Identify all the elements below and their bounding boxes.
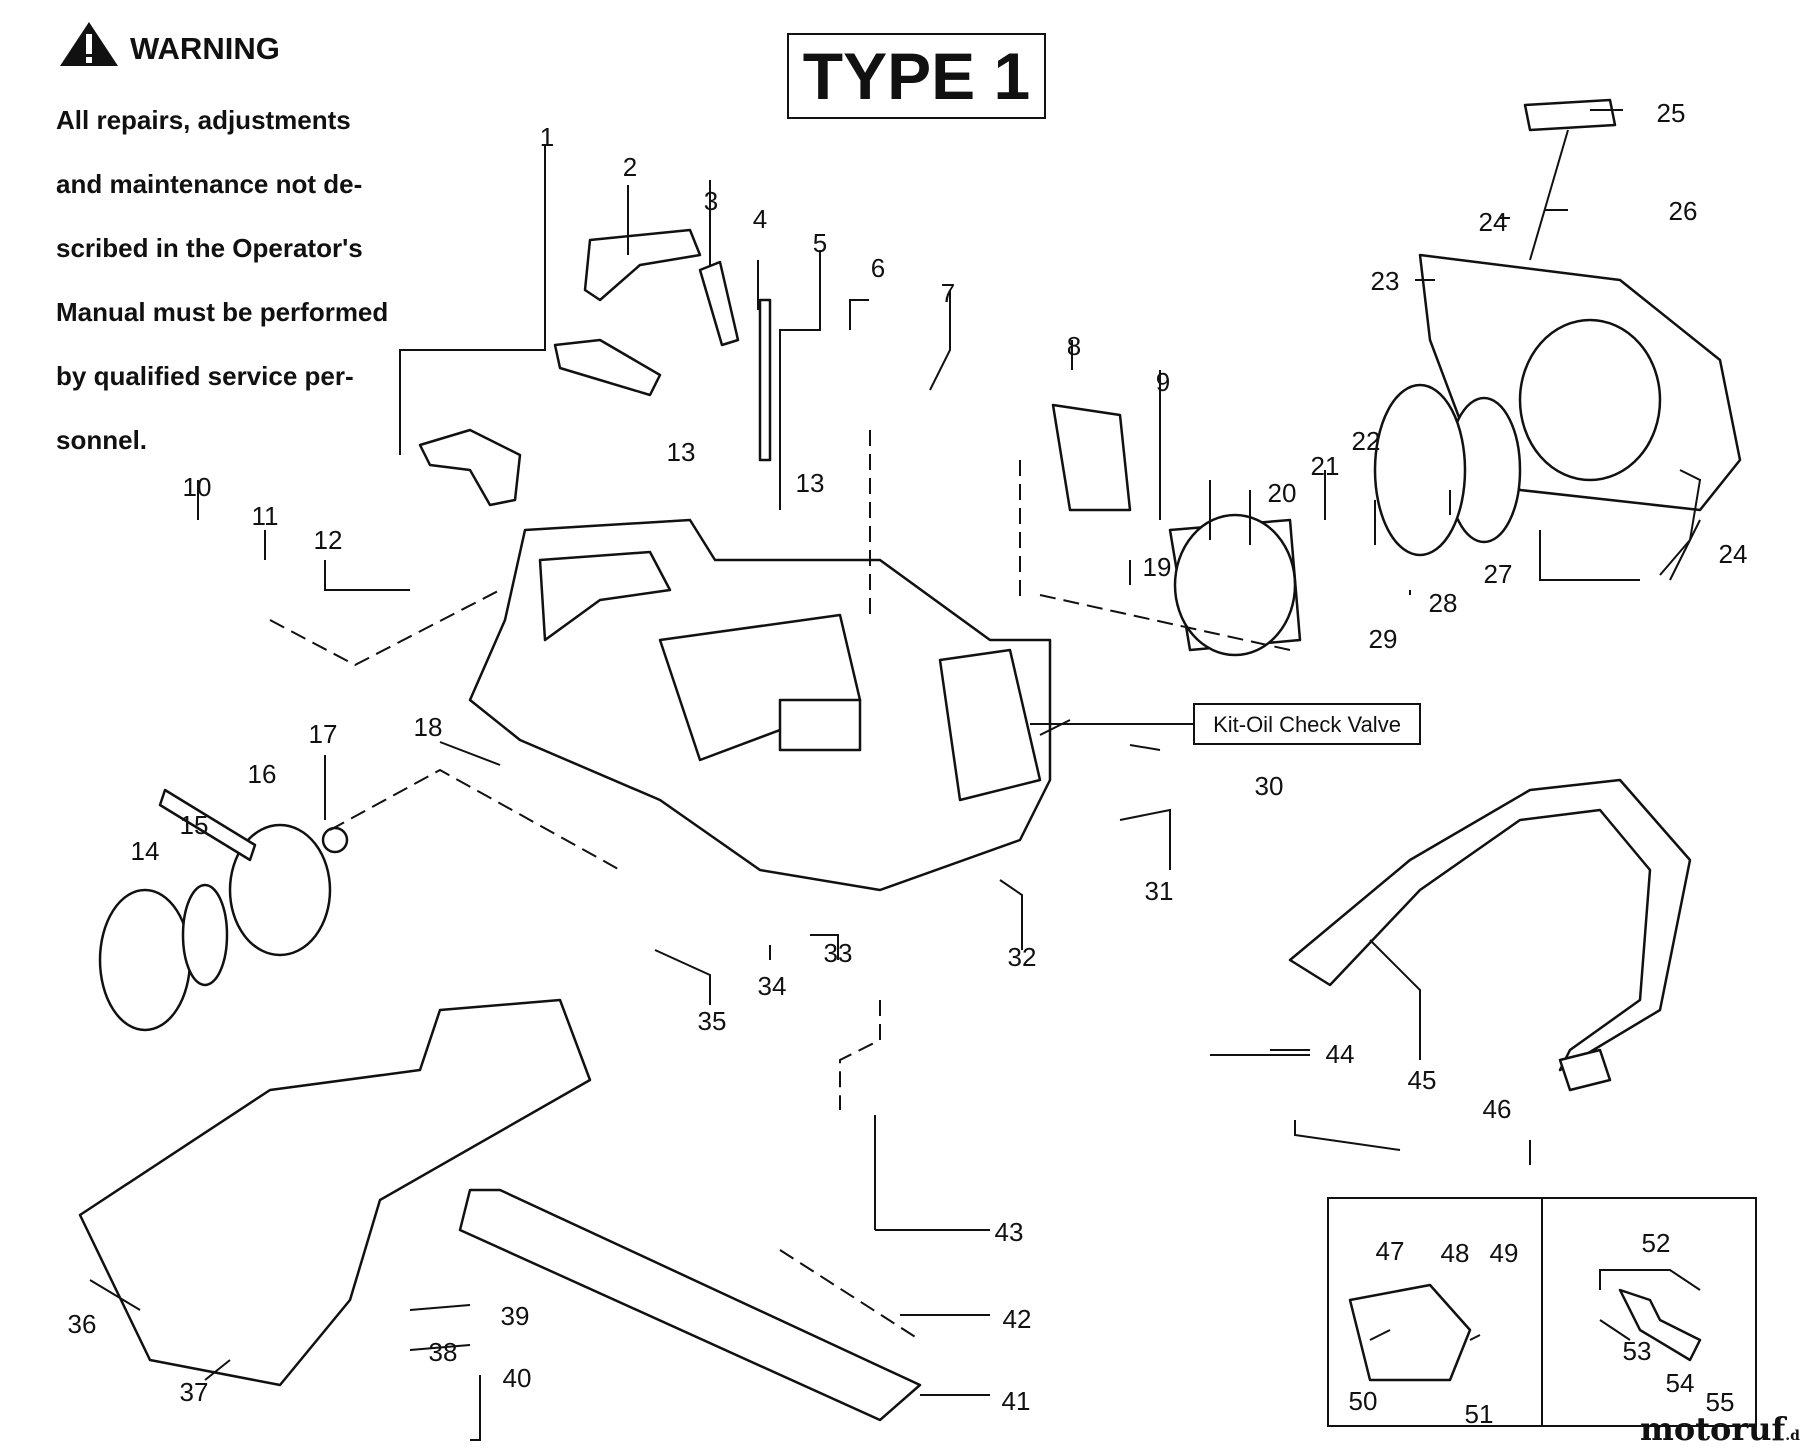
callout-number: 28	[1429, 588, 1458, 618]
callout-number: 14	[131, 836, 160, 866]
inset-box	[1327, 1197, 1757, 1427]
callout-number: 45	[1408, 1065, 1437, 1095]
callout-number: 3	[704, 186, 718, 216]
warning-line: Manual must be performed	[56, 297, 389, 327]
callout-number: 33	[824, 938, 853, 968]
callout-number: 11	[252, 501, 279, 531]
warning-text: All repairs, adjustments and maintenance…	[56, 72, 432, 488]
callout-number: 51	[1465, 1399, 1494, 1429]
callout-number: 53	[1623, 1336, 1652, 1366]
callout-number: 43	[995, 1217, 1024, 1247]
callout-number: 23	[1371, 266, 1400, 296]
callout-number: 29	[1369, 624, 1398, 654]
callout-number: 52	[1642, 1228, 1671, 1258]
callout-number: 38	[429, 1337, 458, 1367]
callout-number: 2	[623, 152, 637, 182]
callout-number: 42	[1003, 1304, 1032, 1334]
callout-number: 50	[1349, 1386, 1378, 1416]
callout-number: 46	[1483, 1094, 1512, 1124]
kit-label: Kit-Oil Check Valve	[1213, 712, 1401, 737]
callout-number: 16	[248, 759, 277, 789]
callout-number: 15	[180, 810, 209, 840]
callout-number: 21	[1311, 451, 1340, 481]
callout-number: 13	[796, 468, 825, 498]
callout-number: 9	[1156, 367, 1170, 397]
callout-number: 8	[1067, 331, 1081, 361]
callout-number: 10	[183, 472, 212, 502]
warning-line: sonnel.	[56, 425, 148, 455]
callout-number: 24	[1719, 539, 1748, 569]
callout-number: 39	[501, 1301, 530, 1331]
callout-number: 13	[667, 437, 696, 467]
callout-number: 6	[871, 253, 885, 283]
type-label: TYPE 1	[787, 33, 1046, 119]
callout-number: 34	[758, 971, 787, 1001]
warning-line: by qualified service per-	[56, 361, 354, 391]
callout-number: 1	[540, 122, 554, 152]
warning-triangle-icon	[60, 22, 118, 66]
callout-number: 4	[753, 204, 767, 234]
callout-number: 44	[1326, 1039, 1355, 1069]
handle-parts	[418, 228, 772, 507]
callout-number: 49	[1490, 1238, 1519, 1268]
watermark-main: motoruf	[1640, 1410, 1786, 1448]
callout-number: 48	[1441, 1238, 1470, 1268]
clutch-parts	[98, 788, 349, 1032]
leader-lines	[89, 109, 1702, 1441]
callout-number: 25	[1657, 98, 1686, 128]
callout-number: 40	[503, 1363, 532, 1393]
callout-number: 37	[180, 1377, 209, 1407]
callout-number: 5	[813, 228, 827, 258]
watermark-logo: motoruf.de	[1640, 1410, 1800, 1448]
callout-number: 26	[1669, 196, 1698, 226]
warning-line: and maintenance not de-	[56, 169, 363, 199]
kit-oil-check-valve-box: Kit-Oil Check Valve	[1030, 703, 1421, 745]
warning-line: scribed in the Operator's	[56, 233, 363, 263]
callout-number: 30	[1255, 771, 1284, 801]
main-housing	[468, 518, 1052, 892]
callout-number: 47	[1376, 1236, 1405, 1266]
watermark-suffix: .de	[1785, 1428, 1800, 1444]
bar-and-cover	[78, 778, 1692, 1422]
warning-header: WARNING	[58, 20, 280, 68]
warning-line: All repairs, adjustments	[56, 105, 351, 135]
callout-number: 32	[1008, 942, 1037, 972]
cover-and-starter	[1051, 98, 1742, 657]
warning-title: WARNING	[130, 31, 280, 66]
callout-number: 36	[68, 1309, 97, 1339]
callout-number: 22	[1352, 426, 1381, 456]
callout-number: 24	[1479, 207, 1508, 237]
callout-numbers: 1 2 3 4 5 6 7 8 9 10 11 12 13 13 14 15 1…	[68, 98, 1748, 1429]
callout-number: 31	[1145, 876, 1174, 906]
callout-number: 20	[1268, 478, 1297, 508]
callout-number: 35	[698, 1006, 727, 1036]
callout-number: 55	[1706, 1387, 1735, 1417]
callout-number: 27	[1484, 559, 1513, 589]
callout-number: 18	[414, 712, 443, 742]
callout-number: 54	[1666, 1368, 1695, 1398]
callout-number: 41	[1002, 1386, 1031, 1416]
callout-number: 7	[941, 278, 955, 308]
callout-number: 19	[1143, 552, 1172, 582]
callout-number: 12	[314, 525, 343, 555]
callout-number: 17	[309, 719, 338, 749]
